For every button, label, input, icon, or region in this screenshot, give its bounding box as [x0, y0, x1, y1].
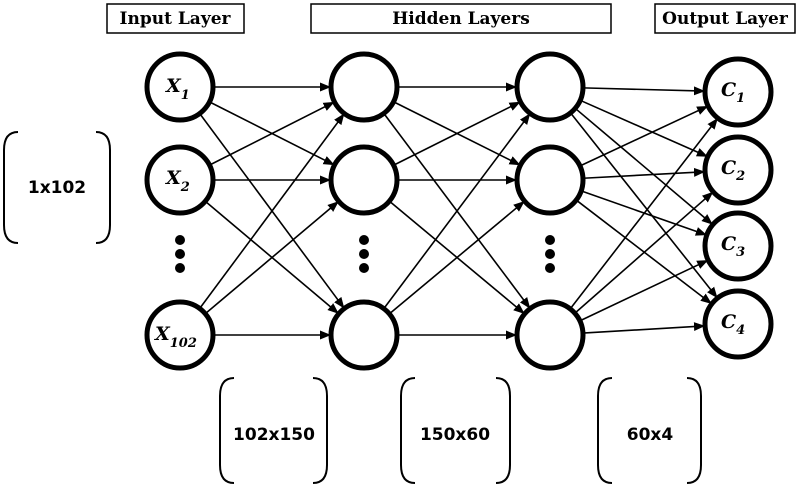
ellipsis-dot [175, 263, 185, 273]
output-node-c3-label: C3 [721, 233, 745, 260]
svg-text:C1: C1 [721, 79, 745, 106]
ellipsis-dot [175, 249, 185, 259]
output-node-c2-label: C2 [721, 157, 745, 184]
connection-arrow [574, 107, 713, 225]
input-dimension-bracket: 1x102 [3, 131, 111, 244]
weights-1-bracket: 102x150 [219, 377, 328, 484]
ellipsis-dots [175, 235, 555, 273]
weights-3-dimension-label: 60x4 [627, 425, 674, 445]
connection-arrow [569, 112, 718, 299]
connection-arrow [579, 259, 709, 322]
input-layer-label: Input Layer [120, 9, 232, 29]
input-node-x2 [144, 144, 216, 216]
connection-arrow [204, 201, 339, 315]
connection-arrow [579, 105, 709, 167]
weights-2-dimension-label: 150x60 [420, 425, 490, 445]
weights-1-dimension-label: 102x150 [233, 425, 315, 445]
connection-arrow [582, 167, 706, 180]
input-node-x1-label: X1 [165, 75, 190, 103]
connection-arrow [575, 199, 712, 305]
ellipsis-dot [545, 263, 555, 273]
hidden-2-node-1 [514, 51, 586, 123]
hidden-2-node-n [514, 299, 586, 371]
input-node-x102-label: X102 [154, 323, 197, 351]
connections [199, 82, 718, 340]
output-node-c4-label: C4 [721, 311, 745, 338]
connection-arrow [579, 99, 708, 157]
connection-arrow [209, 101, 335, 166]
ellipsis-dot [545, 235, 555, 245]
neurons [144, 51, 774, 371]
output-node-c2 [702, 134, 774, 206]
output-node-c1-label: C1 [721, 79, 745, 106]
weights-2-bracket: 150x60 [400, 377, 511, 484]
svg-text:C2: C2 [721, 157, 745, 184]
connection-arrow [574, 191, 714, 314]
ellipsis-dot [175, 235, 185, 245]
connection-arrow [582, 86, 706, 96]
input-dimension-label: 1x102 [28, 178, 86, 198]
ellipsis-dot [359, 263, 369, 273]
hidden-1-node-1 [328, 51, 400, 123]
hidden-layers-header: Hidden Layers [310, 3, 612, 34]
connection-arrow [393, 101, 521, 166]
hidden-1-node-n [328, 299, 400, 371]
ellipsis-dot [545, 249, 555, 259]
svg-text:X102: X102 [154, 323, 197, 351]
ellipsis-dot [359, 249, 369, 259]
connection-arrow [199, 113, 345, 309]
output-layer-label: Output Layer [662, 9, 789, 29]
hidden-layers-label: Hidden Layers [392, 9, 530, 29]
svg-text:X1: X1 [165, 75, 190, 103]
hidden-1-node-2 [328, 144, 400, 216]
output-layer-header: Output Layer [654, 3, 796, 34]
output-node-c4 [702, 288, 774, 360]
svg-text:X2: X2 [165, 167, 190, 195]
input-node-x2-label: X2 [165, 167, 190, 195]
output-node-c3 [702, 210, 774, 282]
input-node-x102 [144, 299, 216, 371]
input-layer-header: Input Layer [106, 3, 245, 34]
connection-arrow [388, 201, 525, 315]
connection-arrow [383, 113, 531, 310]
connection-arrow [582, 322, 706, 334]
svg-text:C3: C3 [721, 233, 745, 260]
output-node-c1 [702, 56, 774, 128]
connection-arrow [569, 118, 718, 310]
ellipsis-dot [359, 235, 369, 245]
svg-text:C4: C4 [721, 311, 745, 338]
input-node-x1 [144, 51, 216, 123]
weights-3-bracket: 60x4 [597, 377, 702, 484]
hidden-2-node-2 [514, 144, 586, 216]
